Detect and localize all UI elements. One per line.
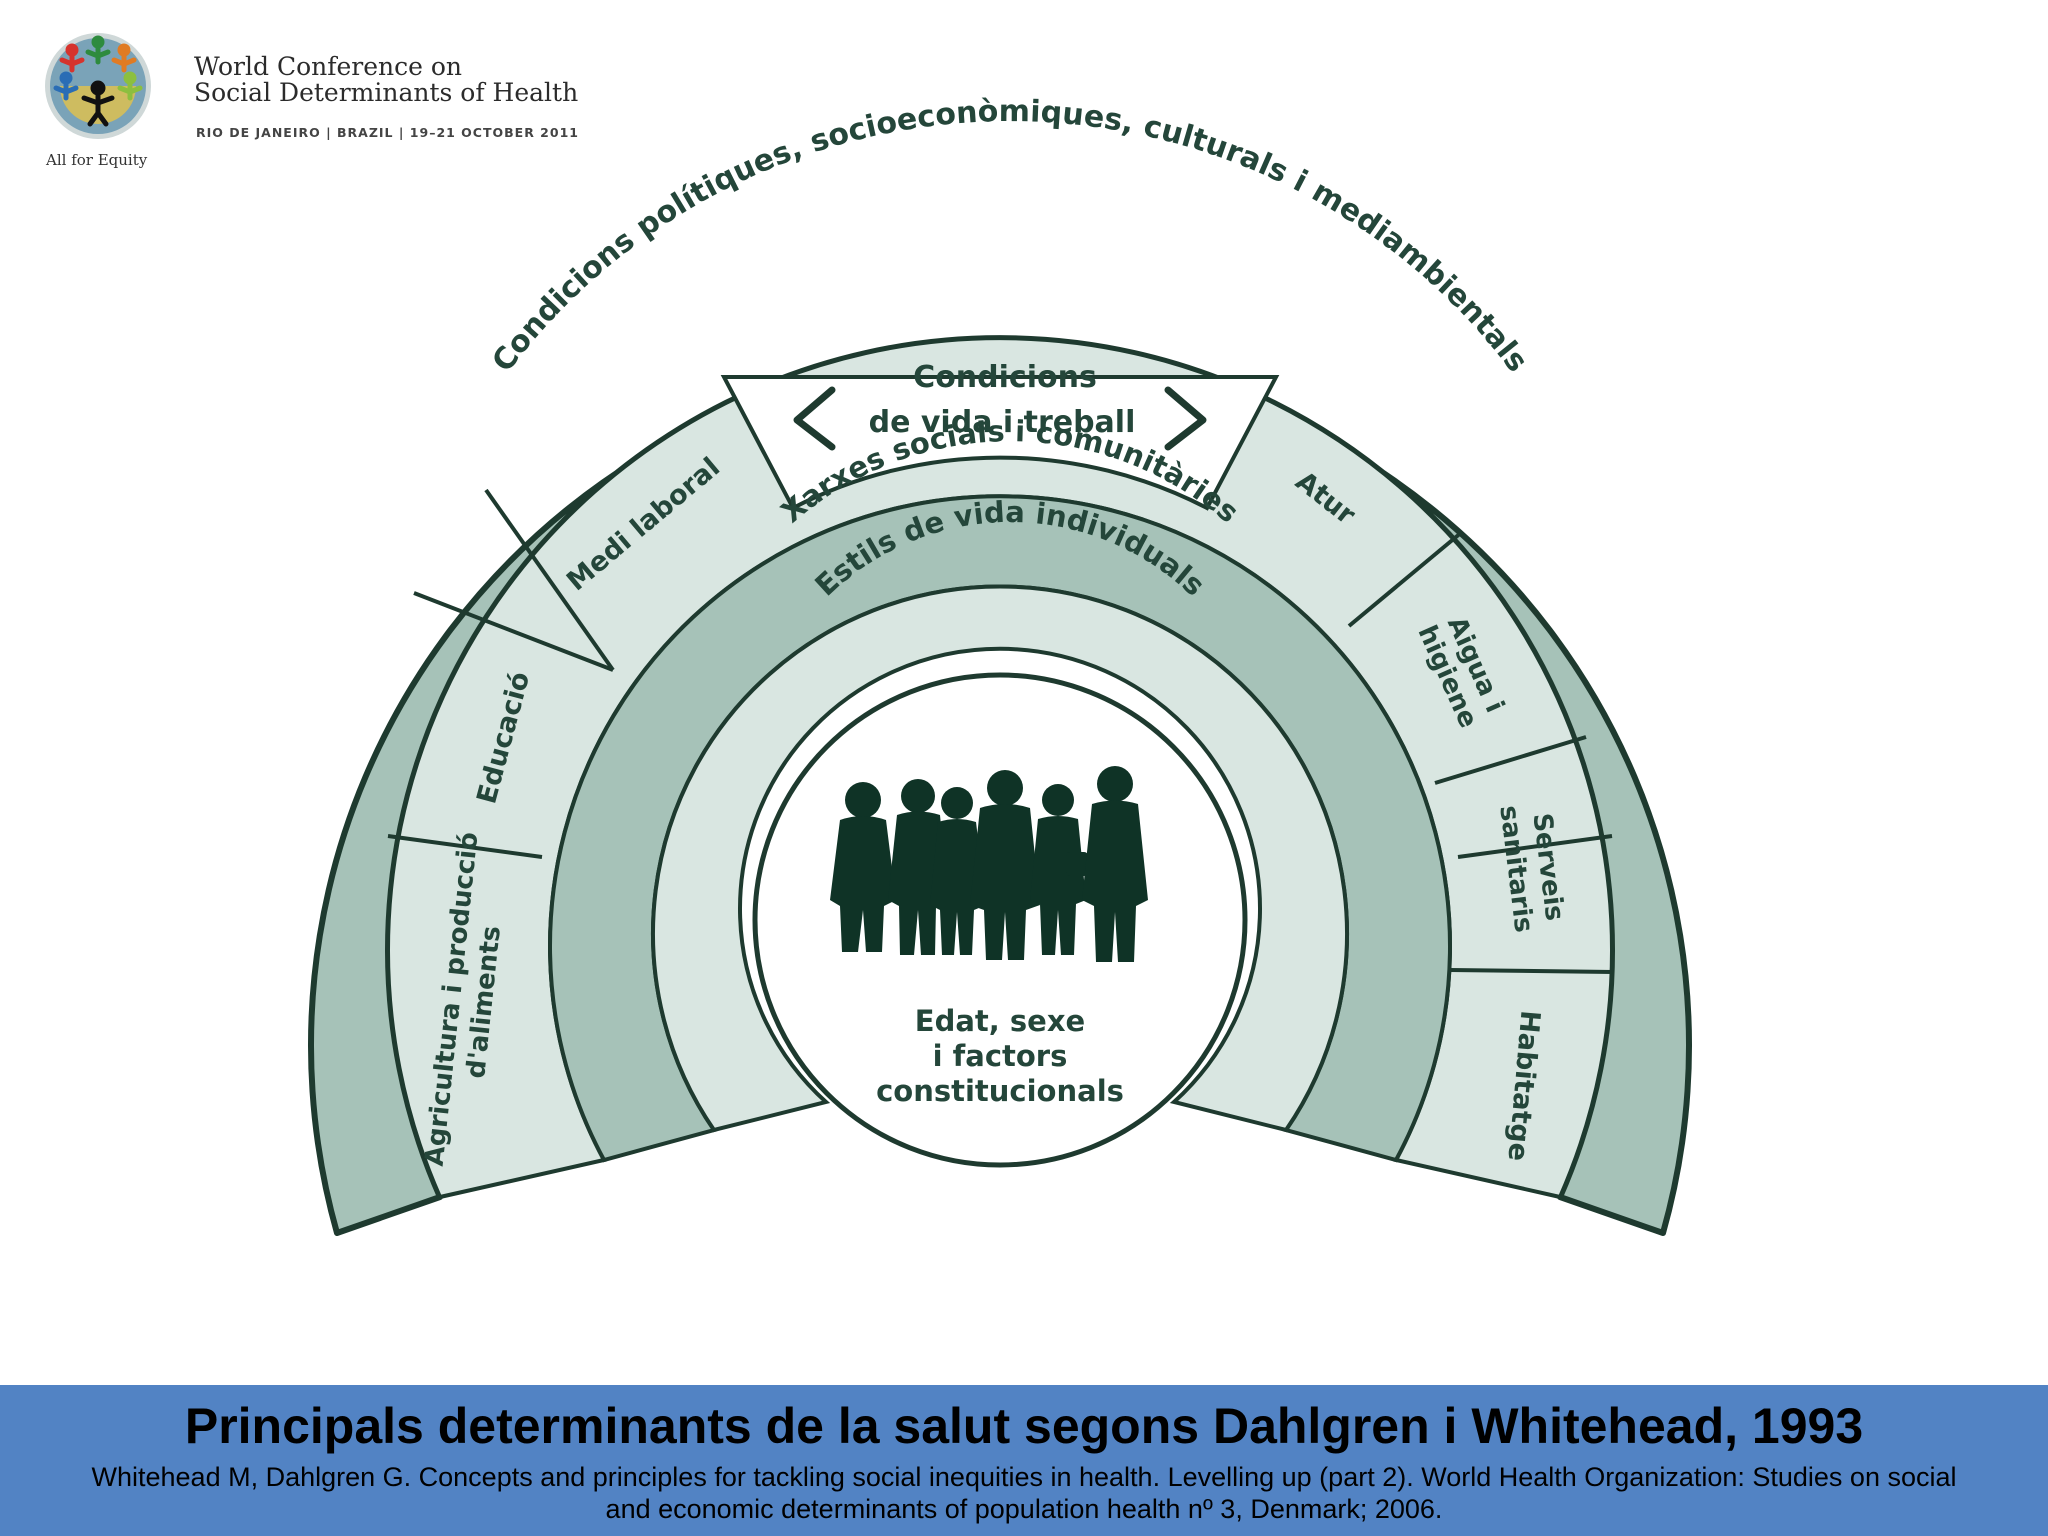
lifestyle-band (651, 584, 1349, 1133)
sector-dividers (387, 488, 1614, 974)
conference-tagline: All for Equity (46, 151, 148, 169)
core-label-line3: constitucionals (876, 1074, 1124, 1108)
determinants-rainbow-diagram: Condicions polítiques, socioeconòmiques,… (308, 94, 1692, 1236)
people-group-icon (830, 766, 1148, 962)
person-silhouette-3 (930, 787, 986, 955)
person-silhouette-6 (1082, 766, 1148, 962)
person-silhouette-5 (1030, 784, 1088, 955)
conference-title-line1: World Conference on (194, 52, 463, 81)
slide-title: Principals determinants de la salut sego… (184, 1398, 1864, 1454)
citation-line1: Whitehead M, Dahlgren G. Concepts and pr… (91, 1462, 1957, 1492)
conference-location-dates: RIO DE JANEIRO | BRAZIL | 19–21 OCTOBER … (196, 125, 579, 140)
right-chevron-icon (1164, 386, 1207, 451)
living-working-label-line1: Condicions (913, 360, 1097, 395)
citation-line2: and economic determinants of population … (605, 1494, 1443, 1524)
left-chevron-icon (793, 386, 836, 451)
conference-header: World Conference on Social Determinants … (0, 0, 600, 180)
conference-logo-icon (45, 33, 151, 139)
person-silhouette-2 (888, 779, 948, 955)
conference-title-line2: Social Determinants of Health (194, 78, 579, 107)
footer-banner: Principals determinants de la salut sego… (0, 1385, 2048, 1536)
core-label-line2: i factors (933, 1039, 1068, 1073)
core-label-line1: Edat, sexe (915, 1004, 1085, 1038)
person-silhouette-4 (970, 770, 1040, 960)
living-working-label-line2: de vida i treball (869, 405, 1136, 440)
person-silhouette-1 (830, 782, 896, 952)
living-working-center-sector (720, 375, 1280, 511)
